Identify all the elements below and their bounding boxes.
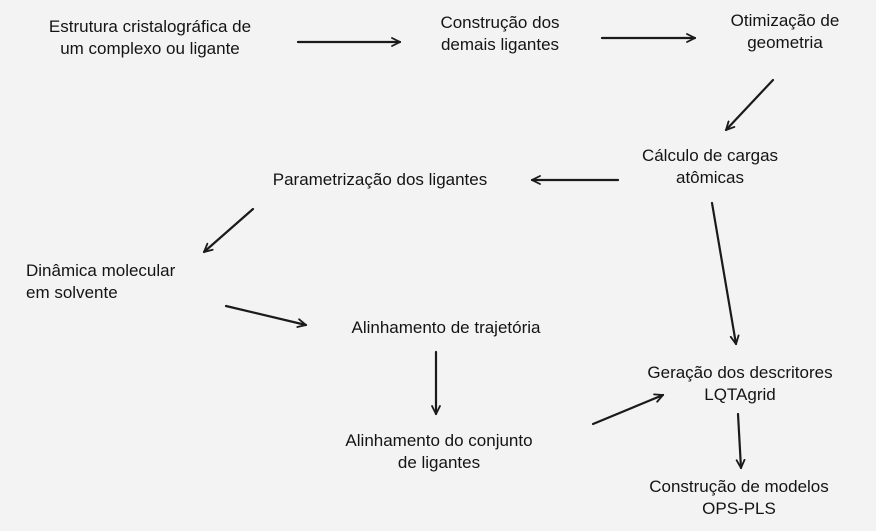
node-dinamica-molecular: Dinâmica molecular em solvente xyxy=(26,260,175,304)
node-parametrizacao-ligantes: Parametrização dos ligantes xyxy=(232,169,528,191)
node-modelos-line-2: OPS-PLS xyxy=(702,499,776,518)
arrow-calculo-to-geracao xyxy=(710,201,736,344)
node-conjunto-line-1: Alinhamento do conjunto xyxy=(345,431,533,450)
node-otimizacao-line-2: geometria xyxy=(747,33,823,52)
node-calculo-line-1: Cálculo de cargas xyxy=(641,146,779,165)
node-dinamica-line-2: em solvente xyxy=(26,283,118,302)
node-alinhamento-conjunto: Alinhamento do conjunto de ligantes xyxy=(308,430,570,474)
node-dinamica-line-1: Dinâmica molecular xyxy=(26,261,176,280)
node-geracao-line-2: LQTAgrid xyxy=(704,385,776,404)
node-alinhamento-trajetoria-line-1: Alinhamento de trajetória xyxy=(351,318,541,337)
node-otimizacao-geometria: Otimização de geometria xyxy=(700,10,870,54)
node-estrutura-cristalografica: Estrutura cristalográfica de um complexo… xyxy=(4,16,296,60)
arrow-conjunto-to-geracao xyxy=(591,395,663,426)
node-construcao-line-2: demais ligantes xyxy=(440,35,560,54)
node-construcao-ligantes: Construção dos demais ligantes xyxy=(402,12,598,56)
node-estrutura-line-1: Estrutura cristalográfica de xyxy=(48,17,252,36)
arrow-otimizacao-to-calculo xyxy=(726,78,775,130)
node-calculo-cargas: Cálculo de cargas atômicas xyxy=(612,145,808,189)
node-construcao-modelos: Construção de modelos OPS-PLS xyxy=(614,476,864,520)
node-alinhamento-trajetoria: Alinhamento de trajetória xyxy=(318,317,574,339)
node-geracao-descritores: Geração dos descritores LQTAgrid xyxy=(612,362,868,406)
node-modelos-line-1: Construção de modelos xyxy=(649,477,829,496)
node-calculo-line-2: atômicas xyxy=(675,168,745,187)
arrow-geracao-to-modelos xyxy=(738,412,741,468)
arrow-parametrizacao-to-dinamica xyxy=(204,207,255,252)
node-parametrizacao-line-1: Parametrização dos ligantes xyxy=(272,170,488,189)
node-estrutura-line-2: um complexo ou ligante xyxy=(60,39,240,58)
node-construcao-line-1: Construção dos xyxy=(440,13,560,32)
arrow-dinamica-to-alinhamento-trajetoria xyxy=(224,304,306,325)
node-conjunto-line-2: de ligantes xyxy=(397,453,481,472)
node-geracao-line-1: Geração dos descritores xyxy=(647,363,833,382)
node-otimizacao-line-1: Otimização de xyxy=(730,11,840,30)
